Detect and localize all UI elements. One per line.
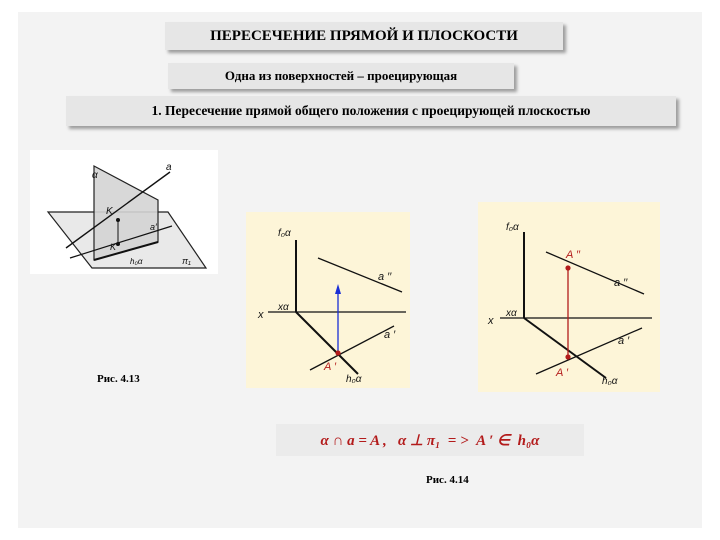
figure-epure-right-svg: f₀α x xα A ′′ a ′′ a ′ A ′ h₀α [487, 222, 652, 387]
line-a-prime [535, 327, 643, 375]
caption-fig-4-13: Рис. 4.13 [97, 373, 140, 385]
label-K-prime: K′ [110, 242, 118, 252]
figure-epure-right: f₀α x xα A ′′ a ′′ a ′ A ′ h₀α [478, 202, 660, 392]
label-a-prime: a ′ [384, 329, 396, 341]
formula: α ∩ a = A , α ⊥ π₁ = > A ′ ∈ h₀α [276, 424, 584, 456]
point-A-prime [335, 350, 341, 356]
label-a-double-prime: a ′′ [614, 277, 628, 289]
trace-h0a [93, 241, 159, 261]
label-alpha: α [92, 170, 98, 181]
case-heading: 1. Пересечение прямой общего положения с… [66, 96, 676, 126]
line-a [65, 171, 171, 249]
point-A-double-prime [565, 265, 571, 271]
label-A-prime: A ′ [555, 367, 569, 379]
label-a: a [166, 162, 172, 173]
label-xa: xα [277, 302, 289, 313]
label-K: K [106, 206, 114, 217]
line-a-double-prime [545, 251, 645, 295]
label-a-double-prime: a ′′ [378, 271, 392, 283]
figure-3d-svg: α a K K′ a′ h₀α π₁ [46, 162, 208, 269]
label-f0a: f₀α [278, 228, 291, 239]
label-h0a: h₀α [602, 376, 618, 387]
label-a-prime: a ′ [618, 335, 630, 347]
trace-h0a [295, 311, 359, 375]
label-x: x [257, 309, 264, 321]
line-a-prime [69, 225, 173, 259]
label-pi1: π₁ [182, 256, 191, 266]
label-A-prime: A ′ [323, 361, 337, 373]
label-f0a: f₀α [506, 222, 519, 233]
projection-arrow [335, 284, 341, 294]
label-x: x [487, 315, 494, 327]
point-A-prime [565, 354, 571, 360]
label-A-double-prime: A ′′ [565, 249, 581, 261]
figure-epure-left: f₀α x xα a ′′ a ′ A ′ h₀α [246, 212, 410, 388]
slide-subtitle: Одна из поверхностей – проецирующая [168, 63, 514, 89]
point-K-prime [116, 242, 120, 246]
label-xa: xα [505, 308, 517, 319]
trace-h0a [523, 317, 607, 379]
line-a-double-prime [317, 257, 403, 293]
caption-fig-4-14: Рис. 4.14 [426, 474, 469, 486]
figure-3d-view: α a K K′ a′ h₀α π₁ [30, 150, 218, 274]
line-a-prime [309, 325, 395, 371]
point-K [116, 218, 120, 222]
figure-epure-left-svg: f₀α x xα a ′′ a ′ A ′ h₀α [257, 228, 406, 385]
label-h0a: h₀α [130, 257, 143, 266]
label-h0a: h₀α [346, 374, 362, 385]
slide-title: ПЕРЕСЕЧЕНИЕ ПРЯМОЙ И ПЛОСКОСТИ [165, 22, 563, 50]
label-a-prime: a′ [150, 222, 157, 232]
